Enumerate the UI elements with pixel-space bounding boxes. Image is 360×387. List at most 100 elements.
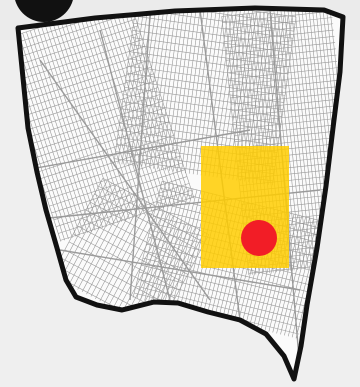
central-district-avenue — [120, 115, 280, 139]
west-district-street — [41, 26, 107, 227]
west-district-street — [79, 14, 145, 215]
southwest-district-street — [95, 201, 148, 300]
southwest-district-street — [55, 180, 108, 278]
west-district-street — [56, 21, 123, 222]
west-district-avenue — [40, 135, 174, 180]
location-marker — [241, 220, 277, 256]
southwest-district-street — [59, 182, 112, 281]
central-district-avenue — [131, 37, 291, 61]
central-district-avenue — [124, 87, 284, 110]
east-district-street — [284, 9, 312, 269]
east-district-avenue — [224, 35, 335, 49]
east-district-avenue — [226, 54, 337, 67]
west-district-avenue — [18, 11, 134, 56]
central-district-avenue — [132, 30, 292, 53]
west-district-avenue — [33, 114, 168, 159]
southwest-district-street — [125, 218, 179, 316]
southwest-district-avenue — [81, 217, 188, 275]
west-district-street — [18, 35, 81, 236]
east-district-avenue — [228, 73, 339, 86]
east-district-avenue — [224, 29, 334, 42]
east-district-avenue — [229, 79, 340, 92]
south-district-avenue — [135, 285, 301, 328]
central-district-avenue — [136, 8, 296, 25]
east-district-avenue — [227, 61, 338, 74]
southwest-district-street — [103, 206, 157, 304]
west-district-avenue — [18, 66, 152, 111]
east-district-avenue — [232, 111, 343, 124]
southwest-district-avenue — [85, 209, 193, 267]
west-district-street — [18, 34, 84, 235]
central-district-street — [165, 8, 190, 171]
west-district-avenue — [49, 162, 183, 207]
south-district-street — [272, 215, 303, 333]
west-district-avenue — [22, 80, 156, 125]
central-district-avenue — [119, 122, 279, 146]
west-district-avenue — [18, 32, 141, 77]
central-district-street — [145, 8, 170, 168]
southwest-district-avenue — [73, 233, 180, 291]
west-district-street — [71, 16, 138, 217]
central-district-avenue — [125, 79, 285, 103]
central-district-street — [113, 8, 138, 164]
west-district-street — [64, 19, 130, 220]
southwest-district-avenue — [94, 193, 201, 251]
south-district-street — [280, 217, 310, 335]
west-district-street — [102, 8, 168, 207]
central-district-street — [184, 8, 210, 174]
east-district-avenue — [234, 129, 343, 143]
central-district-street — [180, 8, 206, 173]
west-district-avenue — [60, 196, 194, 241]
central-district-avenue — [123, 94, 283, 118]
south-district-avenue — [139, 271, 305, 314]
corner-badge — [15, 0, 73, 22]
east-district-avenue — [231, 98, 342, 111]
south-district-street — [136, 182, 167, 299]
west-district-avenue — [18, 39, 143, 84]
east-district-street — [277, 10, 305, 270]
central-district-street — [121, 8, 146, 165]
southwest-district-street — [108, 208, 161, 307]
east-district-avenue — [225, 42, 336, 55]
southwest-district-street — [99, 203, 152, 302]
west-district-street — [67, 18, 134, 219]
central-district-avenue — [129, 51, 289, 75]
southwest-district-avenue — [98, 185, 205, 243]
southwest-district-street — [86, 196, 139, 295]
west-district-street — [128, 8, 195, 199]
east-district-street — [270, 11, 298, 270]
central-district-avenue — [126, 72, 286, 96]
central-district-street — [117, 8, 142, 164]
west-district-avenue — [38, 128, 172, 173]
east-district-avenue — [222, 10, 332, 24]
south-district-street — [163, 188, 194, 306]
central-district-street — [161, 8, 186, 170]
west-district-avenue — [18, 46, 145, 90]
central-district-avenue — [122, 101, 282, 125]
east-district-street — [294, 8, 323, 268]
southwest-district-avenue — [77, 225, 184, 283]
west-district-avenue — [18, 53, 148, 97]
east-district-avenue — [230, 92, 341, 105]
west-district-avenue — [51, 169, 185, 214]
west-district-street — [48, 24, 115, 225]
west-district-street — [117, 8, 183, 203]
east-district-avenue — [232, 104, 342, 118]
east-district-street — [273, 10, 302, 270]
south-district-avenue — [144, 250, 310, 293]
central-district-avenue — [127, 65, 287, 89]
southwest-district-street — [77, 192, 130, 290]
west-district-street — [83, 13, 149, 214]
south-district-street — [268, 215, 299, 332]
land-outline — [15, 5, 346, 382]
central-district-street — [125, 8, 150, 165]
southwest-district-street — [90, 199, 143, 297]
west-district-street — [37, 28, 104, 228]
east-district-street — [287, 9, 316, 269]
south-district-street — [276, 216, 306, 334]
southwest-district-street — [112, 210, 165, 309]
southwest-district-street — [73, 189, 126, 288]
east-district-street — [329, 8, 343, 264]
